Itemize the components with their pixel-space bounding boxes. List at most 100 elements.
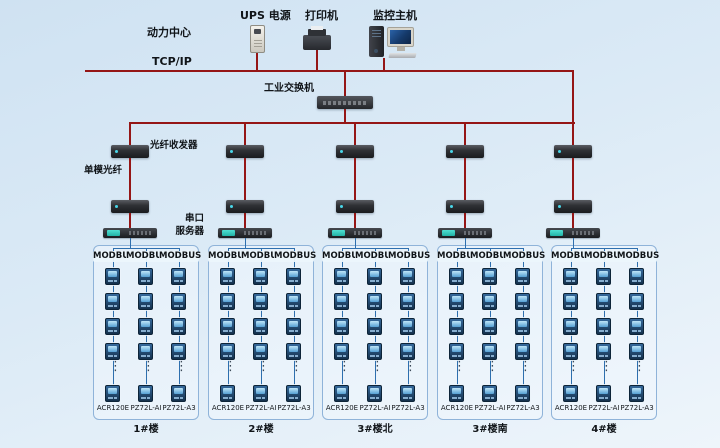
meter-button <box>370 330 375 332</box>
power-meter-icon <box>220 293 235 310</box>
power-meter-icon <box>105 343 120 360</box>
power-meter-icon <box>563 268 578 285</box>
meter-screen <box>599 388 608 394</box>
meter-screen <box>566 271 575 277</box>
meter-screen <box>337 321 346 327</box>
ups-label: UPS 电源 <box>240 9 291 22</box>
power-meter-icon <box>563 318 578 335</box>
power-meter-icon <box>596 268 611 285</box>
meter-button <box>295 330 298 332</box>
meter-button <box>376 355 379 357</box>
power-meter-icon <box>515 318 530 335</box>
power-meter-icon <box>334 318 349 335</box>
meter-button <box>141 397 146 399</box>
meter-button <box>632 355 637 357</box>
power-meter-icon <box>220 343 235 360</box>
meter-screen <box>452 388 461 394</box>
meter-button <box>524 280 527 282</box>
meter-button <box>229 397 232 399</box>
meter-button <box>638 305 641 307</box>
power-meter-icon <box>563 385 578 402</box>
meter-button <box>343 355 346 357</box>
power-meter-icon <box>171 268 186 285</box>
meter-button <box>180 330 183 332</box>
meter-screen <box>108 321 117 327</box>
modbus-label: MODBUS <box>93 251 136 262</box>
tcpip-label: TCP/IP <box>152 55 192 68</box>
meter-button <box>174 330 179 332</box>
ellipsis: ⋮ <box>486 359 499 374</box>
meter-button <box>452 330 457 332</box>
meter-button <box>458 397 461 399</box>
meter-screen <box>289 388 298 394</box>
power-meter-icon <box>171 385 186 402</box>
power-meter-icon <box>286 343 301 360</box>
meter-screen <box>370 346 379 352</box>
meter-button <box>572 280 575 282</box>
modbus-label: MODBUS <box>355 251 398 262</box>
meter-button <box>599 305 604 307</box>
meter-screen <box>452 321 461 327</box>
power-meter-icon <box>138 268 153 285</box>
meter-screen <box>566 346 575 352</box>
meter-button <box>599 280 604 282</box>
power-meter-icon <box>334 385 349 402</box>
modbus-label: MODBUS <box>274 251 317 262</box>
power-meter-icon <box>171 318 186 335</box>
power-meter-icon <box>482 318 497 335</box>
meter-button <box>174 280 179 282</box>
meter-button <box>605 355 608 357</box>
meter-model-label: PZ72L-AI <box>245 404 277 412</box>
power-meter-icon <box>482 268 497 285</box>
power-meter-icon <box>629 268 644 285</box>
meter-button <box>605 280 608 282</box>
meter-button <box>485 397 490 399</box>
meter-button <box>524 355 527 357</box>
meter-button <box>491 330 494 332</box>
meter-button <box>337 355 342 357</box>
power-meter-icon <box>171 343 186 360</box>
meter-button <box>289 355 294 357</box>
serial-server-label-line1: 串口 <box>184 213 204 224</box>
meter-button <box>108 355 113 357</box>
modbus-trunk-line <box>465 238 466 248</box>
meter-screen <box>337 271 346 277</box>
power-meter-icon <box>596 293 611 310</box>
modbus-trunk-line <box>355 238 356 248</box>
fiber-transceiver-icon <box>226 200 264 213</box>
printer-label: 打印机 <box>305 9 338 22</box>
meter-screen <box>599 321 608 327</box>
meter-button <box>376 397 379 399</box>
modbus-label: MODBUS <box>322 251 365 262</box>
meter-button <box>256 305 261 307</box>
meter-button <box>599 397 604 399</box>
meter-button <box>566 355 571 357</box>
ellipsis: ⋮ <box>600 359 613 374</box>
meter-button <box>566 330 571 332</box>
meter-button <box>114 280 117 282</box>
meter-screen <box>108 346 117 352</box>
modbus-label: MODBUS <box>208 251 251 262</box>
meter-button <box>262 397 265 399</box>
meter-button <box>223 280 228 282</box>
ellipsis: ⋮ <box>371 359 384 374</box>
serial-server-icon <box>546 228 600 238</box>
meter-screen <box>485 346 494 352</box>
meter-screen <box>403 271 412 277</box>
meter-model-label: ACR120E <box>96 404 130 412</box>
power-meter-icon <box>105 385 120 402</box>
meter-button <box>572 397 575 399</box>
building-label: 1#楼 <box>133 424 159 435</box>
power-meter-icon <box>334 268 349 285</box>
meter-button <box>114 355 117 357</box>
meter-button <box>403 330 408 332</box>
meter-screen <box>337 346 346 352</box>
meter-button <box>458 280 461 282</box>
meter-button <box>491 355 494 357</box>
meter-model-label: ACR120E <box>325 404 359 412</box>
printer-icon <box>303 26 331 50</box>
meter-screen <box>223 296 232 302</box>
meter-button <box>632 330 637 332</box>
single-mode-fiber-line <box>129 158 131 201</box>
meter-screen <box>566 296 575 302</box>
